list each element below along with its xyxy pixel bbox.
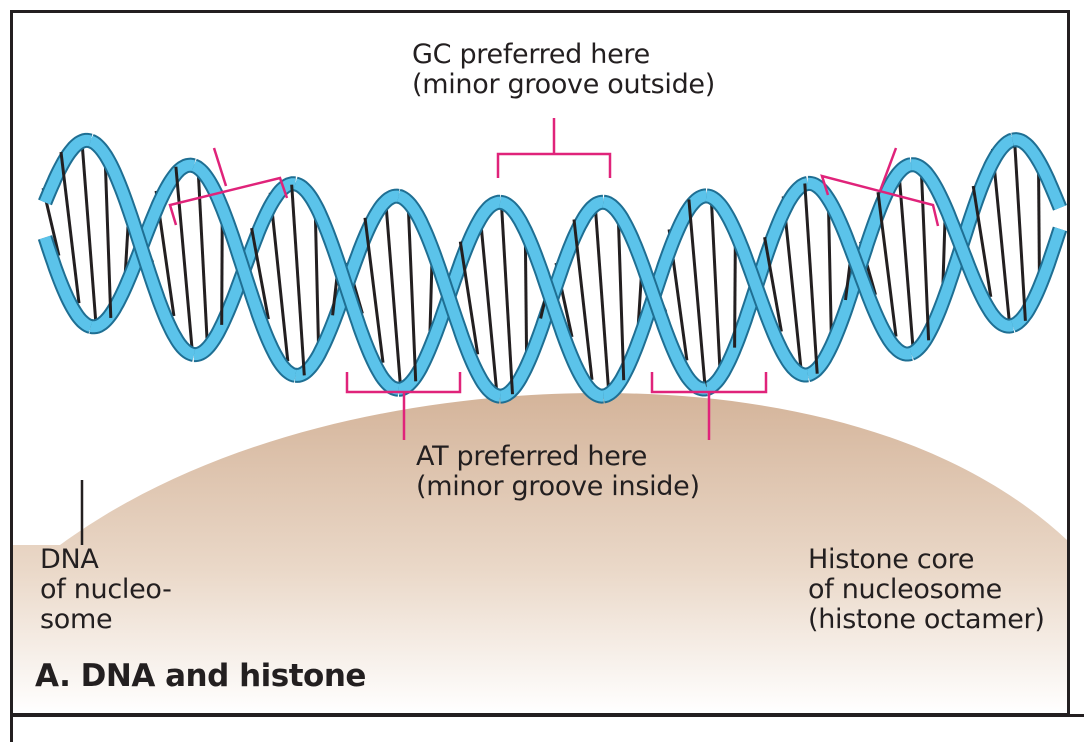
at-label: AT preferred here (minor groove inside) bbox=[416, 442, 700, 502]
base-pair bbox=[480, 208, 497, 389]
base-pair bbox=[292, 185, 305, 376]
base-pair bbox=[993, 149, 1010, 324]
dna-label-line1: DNA bbox=[40, 545, 172, 575]
base-pair bbox=[618, 217, 623, 381]
dna-label: DNA of nucleo- some bbox=[40, 545, 172, 635]
histone-label-line3: (histone octamer) bbox=[808, 605, 1045, 635]
base-pair bbox=[1015, 141, 1026, 321]
base-pair bbox=[899, 166, 914, 354]
histone-label: Histone core of nucleosome (histone octa… bbox=[808, 545, 1045, 635]
panel-title: A. DNA and histone bbox=[35, 658, 366, 694]
base-pair bbox=[502, 205, 513, 395]
base-pair bbox=[689, 200, 705, 387]
at-label-line1: AT preferred here bbox=[416, 442, 700, 472]
base-pair bbox=[711, 200, 720, 382]
gc-label-line1: GC preferred here bbox=[412, 40, 715, 70]
base-pair bbox=[105, 159, 111, 318]
dna-label-line2: of nucleo- bbox=[40, 575, 172, 605]
base-pair bbox=[385, 197, 400, 388]
base-pair bbox=[828, 202, 831, 349]
base-pair bbox=[198, 173, 207, 352]
gc-label: GC preferred here (minor groove outside) bbox=[412, 40, 715, 100]
base-pair bbox=[408, 207, 415, 381]
histone-label-line2: of nucleosome bbox=[808, 575, 1045, 605]
gc-bracket-center bbox=[498, 154, 610, 178]
at-label-line2: (minor groove inside) bbox=[416, 472, 700, 502]
base-pair bbox=[595, 202, 609, 396]
histone-label-line1: Histone core bbox=[808, 545, 1045, 575]
strand-ribbon bbox=[500, 202, 603, 396]
dna-label-line3: some bbox=[40, 605, 172, 635]
base-pair bbox=[921, 171, 928, 340]
base-pair bbox=[315, 208, 319, 358]
gc-label-line2: (minor groove outside) bbox=[412, 70, 715, 100]
base-pair bbox=[805, 184, 817, 374]
base-pair bbox=[82, 141, 96, 326]
base-pair bbox=[176, 167, 192, 349]
